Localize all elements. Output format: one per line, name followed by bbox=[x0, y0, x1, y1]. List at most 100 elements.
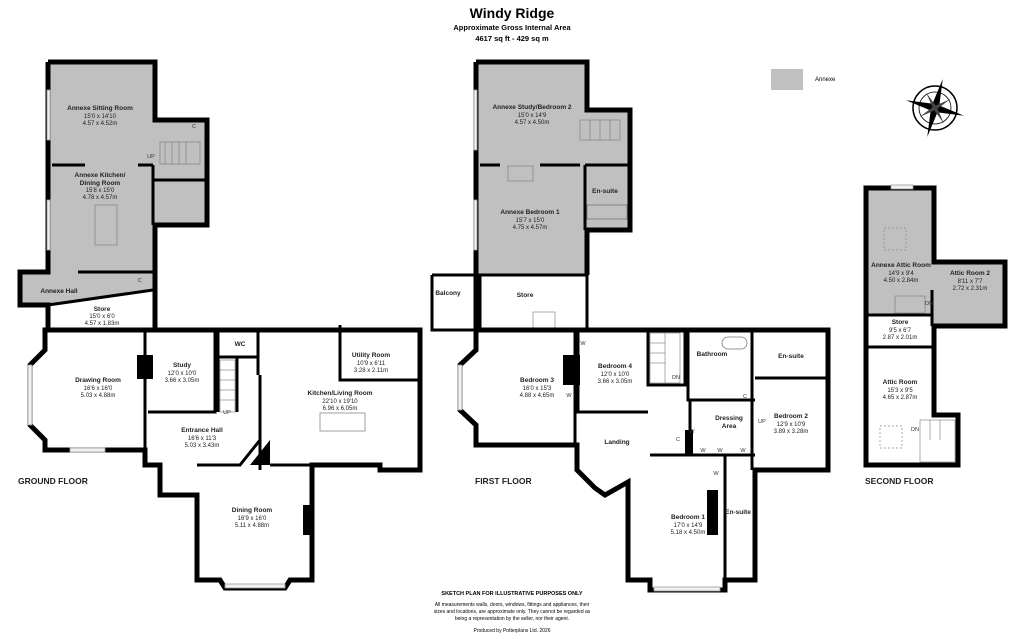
room-size-metric: 2.87 x 2.01m bbox=[883, 335, 918, 341]
room-name: Bedroom 2 bbox=[774, 413, 808, 420]
room-size-metric: 3.66 x 3.05m bbox=[598, 379, 633, 385]
stairs-up-mark: UP bbox=[758, 419, 766, 425]
ground-floor-plan bbox=[17, 59, 423, 591]
room-name: Store bbox=[517, 292, 534, 299]
compass-rose-icon bbox=[906, 79, 964, 137]
room-name: Annexe Sitting Room bbox=[67, 105, 133, 112]
stairs-down-mark: DN bbox=[672, 375, 680, 381]
disclaimer-line: sizes and locations, are approximate onl… bbox=[434, 609, 591, 615]
room-size-metric: 5.03 x 4.88m bbox=[81, 393, 116, 399]
room-name: En-suite bbox=[778, 353, 804, 360]
room-size-imperial: 16'9 x 16'0 bbox=[238, 516, 267, 522]
disclaimer-line: All measurements walls, doors, windows, … bbox=[435, 602, 590, 608]
room-size-imperial: 14'9 x 9'4 bbox=[888, 271, 914, 277]
room-name: Dining Room bbox=[80, 180, 121, 187]
room-name: Attic Room bbox=[883, 379, 918, 386]
disclaimer-heading: SKETCH PLAN FOR ILLUSTRATIVE PURPOSES ON… bbox=[441, 591, 583, 597]
plan-subtitle: Approximate Gross Internal Area bbox=[453, 23, 571, 32]
room-name: Landing bbox=[604, 439, 629, 446]
room-size-imperial: 15'0 x 14'10 bbox=[84, 114, 117, 120]
room-name: En-suite bbox=[725, 509, 751, 516]
stairs-down-mark: DN bbox=[911, 427, 919, 433]
room-name: Annexe Study/Bedroom 2 bbox=[492, 104, 571, 111]
producer-credit: Produced by Potterplans Ltd. 2026 bbox=[474, 628, 551, 634]
room-size-imperial: 8'11 x 7'7 bbox=[958, 279, 984, 285]
cupboard-mark: C bbox=[192, 124, 196, 130]
room-size-imperial: 16'6 x 16'0 bbox=[84, 386, 113, 392]
second-floor-plan bbox=[863, 184, 1008, 468]
room-name: Store bbox=[94, 306, 111, 313]
wardrobe-mark: W bbox=[700, 448, 706, 454]
room-name: Annexe Attic Room bbox=[871, 262, 931, 269]
room-name: Dressing bbox=[715, 415, 743, 422]
room-size-metric: 3.89 x 3.28m bbox=[774, 429, 809, 435]
room-size-metric: 3.28 x 2.11m bbox=[354, 368, 388, 374]
room-size-metric: 4.50 x 2.84m bbox=[884, 278, 919, 284]
room-size-imperial: 12'0 x 10'0 bbox=[168, 371, 197, 377]
room-size-metric: 5.18 x 4.50m bbox=[671, 530, 706, 536]
room-size-metric: 4.75 x 4.57m bbox=[513, 225, 548, 231]
room-size-imperial: 15'8 x 15'0 bbox=[86, 188, 115, 194]
floor-label: SECOND FLOOR bbox=[865, 476, 933, 486]
room-name: Bedroom 3 bbox=[520, 377, 554, 384]
room-size-metric: 4.57 x 4.50m bbox=[515, 120, 550, 126]
room-name: Entrance Hall bbox=[181, 427, 223, 434]
room-name: Area bbox=[722, 423, 737, 430]
room-name: Annexe Hall bbox=[40, 288, 77, 295]
room-name: WC bbox=[235, 341, 246, 348]
wardrobe-mark: W bbox=[566, 393, 572, 399]
room-size-imperial: 12'0 x 10'0 bbox=[601, 372, 630, 378]
first-floor-labels: Annexe Study/Bedroom 2 15'0 x 14'9 4.57 … bbox=[435, 104, 808, 536]
room-size-metric: 4.88 x 4.65m bbox=[520, 393, 555, 399]
room-name: Utility Room bbox=[352, 352, 390, 359]
cupboard-mark: C bbox=[676, 437, 680, 443]
wardrobe-mark: W bbox=[740, 448, 746, 454]
room-size-imperial: 10'9 x 6'11 bbox=[357, 361, 386, 367]
room-size-metric: 4.78 x 4.57m bbox=[83, 195, 118, 201]
stairs-up-mark: UP bbox=[147, 154, 155, 160]
room-name: Kitchen/Living Room bbox=[308, 390, 373, 397]
ground-floor-labels: Annexe Sitting Room 15'0 x 14'10 4.57 x … bbox=[18, 105, 390, 529]
room-name: Store bbox=[892, 319, 909, 326]
room-size-imperial: 9'5 x 6'7 bbox=[889, 328, 912, 334]
floor-label: FIRST FLOOR bbox=[475, 476, 532, 486]
cupboard-mark: C bbox=[743, 394, 747, 400]
disclaimer: SKETCH PLAN FOR ILLUSTRATIVE PURPOSES ON… bbox=[434, 591, 591, 634]
room-size-metric: 4.57 x 4.52m bbox=[83, 121, 118, 127]
room-size-imperial: 12'9 x 10'9 bbox=[777, 422, 806, 428]
room-size-metric: 4.65 x 2.87m bbox=[883, 395, 918, 401]
room-size-metric: 5.03 x 3.43m bbox=[185, 443, 220, 449]
stairs-up-mark: UP bbox=[223, 410, 231, 416]
cupboard-mark: C bbox=[138, 278, 142, 284]
room-name: En-suite bbox=[592, 188, 618, 195]
room-name: Annexe Kitchen/ bbox=[75, 172, 126, 179]
room-name: Dining Room bbox=[232, 507, 273, 514]
floor-label: GROUND FLOOR bbox=[18, 476, 88, 486]
annexe-legend-label: Annexe bbox=[815, 77, 836, 83]
wardrobe-mark: W bbox=[717, 448, 723, 454]
room-size-metric: 3.66 x 3.05m bbox=[165, 378, 200, 384]
wardrobe-mark: W bbox=[580, 341, 586, 347]
room-size-imperial: 22'10 x 19'10 bbox=[322, 399, 358, 405]
room-name: Balcony bbox=[435, 290, 461, 297]
annexe-legend-swatch bbox=[771, 69, 803, 90]
room-name: Annexe Bedroom 1 bbox=[500, 209, 560, 216]
first-floor-plan bbox=[430, 59, 831, 593]
wardrobe-mark: W bbox=[713, 471, 719, 477]
room-size-imperial: 16'6 x 11'3 bbox=[188, 436, 217, 442]
room-name: Bedroom 4 bbox=[598, 363, 632, 370]
room-size-metric: 5.11 x 4.88m bbox=[235, 523, 269, 529]
plan-area: 4617 sq ft - 429 sq m bbox=[475, 34, 549, 43]
room-name: Study bbox=[173, 362, 191, 369]
stairs-down-mark: DN bbox=[925, 301, 933, 307]
room-size-imperial: 15'7 x 15'0 bbox=[516, 218, 545, 224]
room-size-metric: 2.72 x 2.31m bbox=[953, 286, 988, 292]
wardrobe-mark: W bbox=[689, 429, 695, 435]
room-size-imperial: 15'0 x 14'9 bbox=[518, 113, 547, 119]
room-name: Drawing Room bbox=[75, 377, 121, 384]
room-name: Bathroom bbox=[697, 351, 728, 358]
plan-title: Windy Ridge bbox=[470, 5, 555, 21]
disclaimer-line: being a representation by the seller, no… bbox=[455, 616, 569, 622]
room-name: Bedroom 1 bbox=[671, 514, 705, 521]
